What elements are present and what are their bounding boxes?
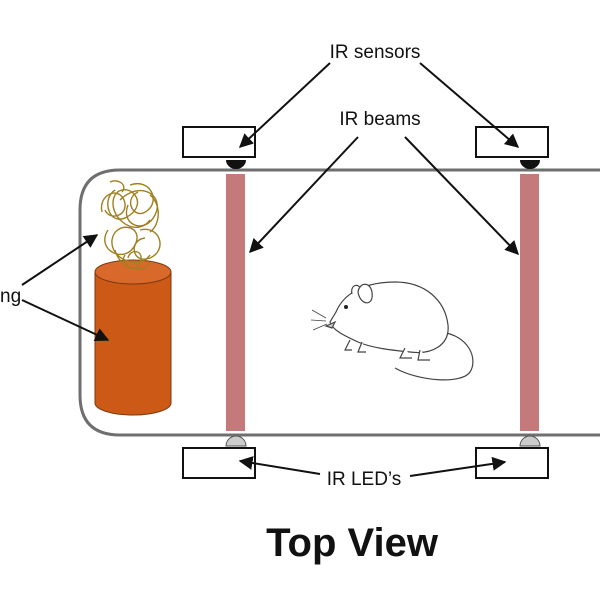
arrow-to-left-sensor xyxy=(238,62,331,148)
arrow-to-tube xyxy=(21,299,110,342)
ir-sensor-left xyxy=(182,126,256,169)
nest-tube xyxy=(94,259,172,416)
arrow-to-left-beam xyxy=(249,136,359,254)
ir-led-left xyxy=(182,435,256,479)
ir-led-right xyxy=(475,435,549,479)
label-nesting: ng xyxy=(0,286,21,307)
mouse-icon xyxy=(310,281,474,381)
label-ir-sensors: IR sensors xyxy=(330,42,421,63)
arrow-to-right-sensor xyxy=(419,62,520,148)
arrow-to-left-led xyxy=(238,456,321,475)
nesting-material xyxy=(100,180,161,270)
arrow-to-right-led xyxy=(409,456,507,477)
arrow-to-right-beam xyxy=(404,136,519,256)
label-ir-leds: IR LED’s xyxy=(327,469,402,490)
ir-sensor-right xyxy=(475,126,549,169)
page-title: Top View xyxy=(266,521,439,565)
ir-beam-left xyxy=(226,174,245,431)
label-ir-beams: IR beams xyxy=(339,109,420,130)
ir-beam-right xyxy=(520,174,539,431)
cage-outline xyxy=(78,168,600,437)
arrow-to-nesting xyxy=(21,234,99,286)
